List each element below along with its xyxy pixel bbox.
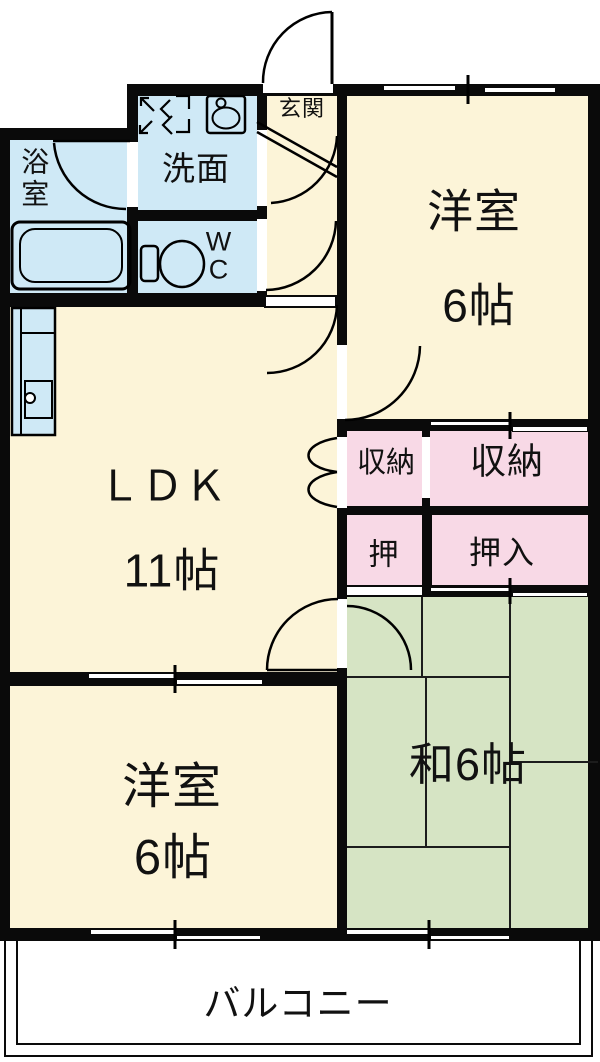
room-western-top: [347, 96, 588, 419]
room-ldk: [10, 307, 337, 672]
label-bathroom: 浴室: [18, 147, 50, 211]
wall: [127, 210, 267, 221]
room-bathroom: [10, 140, 127, 293]
label-balcony: バルコニー: [203, 983, 393, 1025]
door-opening-western-top: [337, 345, 347, 419]
room-closet-left: [347, 431, 422, 506]
door-opening-japanese: [337, 599, 347, 668]
bathtub-icon: [10, 220, 132, 291]
genkan-step-lines: [256, 120, 338, 179]
kitchen-counter-icon: [10, 306, 57, 437]
wall: [0, 293, 267, 307]
wall: [127, 84, 600, 96]
window-pane: [512, 591, 588, 597]
tatami-lines: [347, 597, 598, 928]
western-top-door-arc: [344, 345, 422, 422]
toilet-icon: [139, 239, 206, 289]
label-wc: W C: [205, 226, 233, 284]
window-pane: [383, 85, 456, 91]
room-closet-right: [430, 431, 588, 506]
ldk-door-arc: [266, 304, 339, 375]
room-entrance-hall: [267, 96, 337, 295]
room-washroom: [138, 96, 257, 210]
label-ldk-size: 11帖: [123, 544, 221, 597]
label-washroom: 洗面: [162, 150, 230, 188]
label-western-top-size: 6帖: [442, 279, 516, 332]
closet-folding-door: [307, 436, 338, 509]
door-opening-wc: [257, 219, 267, 291]
door-opening-washroom: [257, 130, 267, 206]
entrance-step: [264, 295, 337, 308]
bath-door-arc: [52, 139, 130, 211]
window-pane: [484, 87, 556, 93]
label-oshi: 押: [368, 538, 400, 572]
label-closet-left: 収納: [356, 447, 416, 480]
wall: [588, 84, 600, 941]
label-japanese: 和6帖: [408, 739, 528, 791]
label-western-bottom: 洋室: [121, 760, 223, 815]
wall: [337, 84, 347, 941]
door-opening-bath: [127, 142, 138, 207]
sink-icon: [205, 94, 247, 135]
balcony-inner-rail: [16, 941, 581, 1045]
washroom-door-arc: [270, 135, 339, 205]
label-western-top: 洋室: [427, 185, 521, 238]
balcony-outer-rail: [4, 941, 593, 1057]
label-oshiire: 押入: [468, 534, 536, 571]
room-oshiire: [430, 515, 588, 585]
door-opening-closet-left: [337, 437, 347, 508]
washer-icon: [138, 94, 191, 135]
wall: [0, 128, 138, 140]
label-ldk: ＬＤＫ: [98, 462, 228, 510]
japanese-room-door-arcs: [265, 597, 413, 672]
sliding-opening-oshi: [347, 587, 422, 595]
window-pane: [512, 426, 588, 432]
wc-door-arc: [265, 220, 338, 292]
wall: [337, 506, 588, 515]
label-genkan: 玄関: [278, 95, 326, 121]
label-western-bottom-size: 6帖: [133, 831, 213, 886]
room-western-bottom: [10, 686, 337, 928]
door-opening-entrance: [263, 84, 333, 93]
wall: [422, 515, 432, 585]
closet-divider-gap: [422, 437, 430, 498]
wall: [0, 128, 10, 941]
room-oshi: [347, 515, 422, 585]
front-door-arc: [261, 10, 334, 84]
label-closet-right: 収納: [469, 440, 545, 482]
dimension-ticks: [173, 75, 512, 949]
